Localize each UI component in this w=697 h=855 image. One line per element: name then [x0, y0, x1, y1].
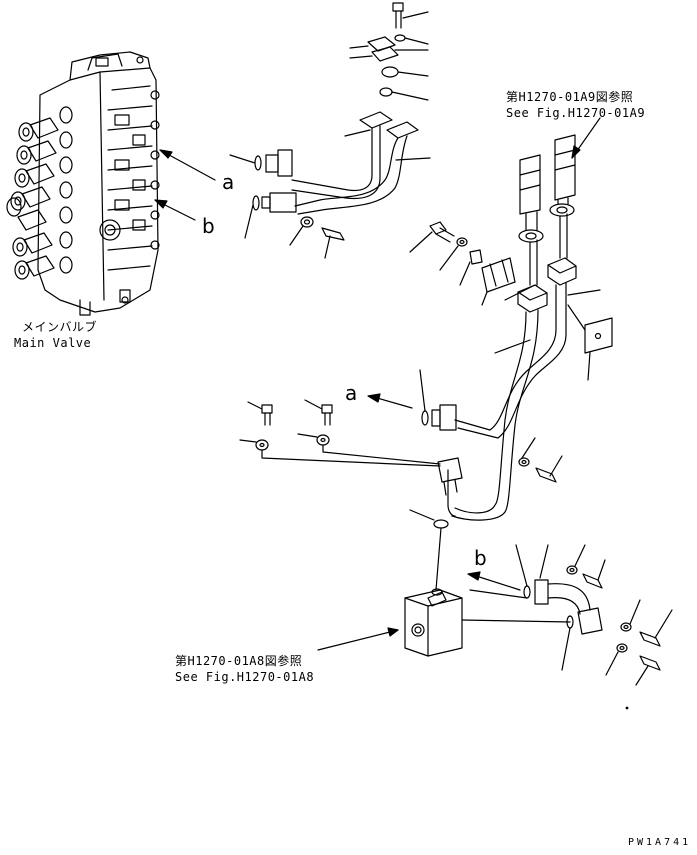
right-pipe-assembly [410, 135, 612, 520]
marker-a-upper: a [222, 170, 235, 194]
ref-arrow-a9 [572, 118, 600, 158]
upper-pipe-assembly [230, 3, 430, 258]
marker-b-lower: b [474, 546, 487, 570]
reference-a8-label-en: See Fig.H1270-01A8 [175, 670, 315, 684]
main-valve-drawing [7, 52, 159, 315]
center-bolt-set [240, 400, 462, 590]
drawing-code: PW1A741 [628, 837, 692, 848]
marker-b-upper: b [202, 214, 215, 238]
arrow-a-lower [368, 394, 412, 408]
marker-a-lower: a [345, 381, 358, 405]
main-valve-label-jp: メインバルブ [22, 320, 98, 334]
ref-arrow-a8 [318, 628, 398, 650]
arrow-a-main-valve [160, 150, 215, 180]
arrow-b-lower [468, 572, 520, 590]
arrow-b-main-valve [155, 200, 195, 220]
reference-a9-label-jp: 第H1270-01A9図参照 [506, 90, 634, 104]
lower-right-hose-fitting [470, 545, 672, 709]
main-valve-label-en: Main Valve [14, 336, 92, 350]
valve-block [405, 589, 570, 656]
reference-a9-label-en: See Fig.H1270-01A9 [506, 106, 646, 120]
reference-a8-label-jp: 第H1270-01A8図参照 [175, 654, 303, 668]
